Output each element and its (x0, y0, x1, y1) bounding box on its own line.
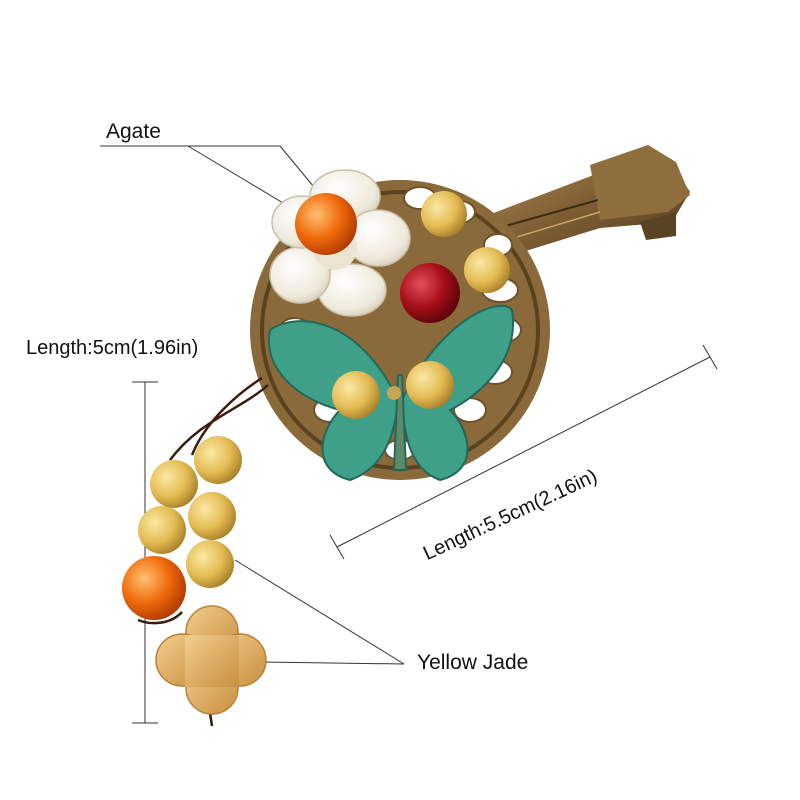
yellow-bead (421, 191, 467, 237)
yellow-bead (138, 506, 186, 554)
yellow-bead (194, 436, 242, 484)
vertical-dimension-line (132, 381, 158, 724)
yellow-bead (150, 460, 198, 508)
orange-agate-bead (295, 193, 357, 255)
red-agate-bead (400, 263, 460, 323)
yellow-bead (186, 540, 234, 588)
orange-agate-bead (122, 556, 186, 620)
vertical-length-label: Length:5cm(1.96in) (26, 337, 199, 359)
yellow-jade-clover (155, 605, 267, 715)
diagonal-dimension-line (329, 344, 718, 560)
yellow-bead (406, 361, 454, 409)
agate-label: Agate (106, 120, 161, 143)
yellow-bead (464, 247, 510, 293)
yellow-bead (332, 371, 380, 419)
yellow-bead (188, 492, 236, 540)
butterfly-center-stud (387, 386, 401, 400)
yellow-jade-label: Yellow Jade (417, 651, 529, 674)
yellow-jade-callout-lines (234, 559, 405, 665)
